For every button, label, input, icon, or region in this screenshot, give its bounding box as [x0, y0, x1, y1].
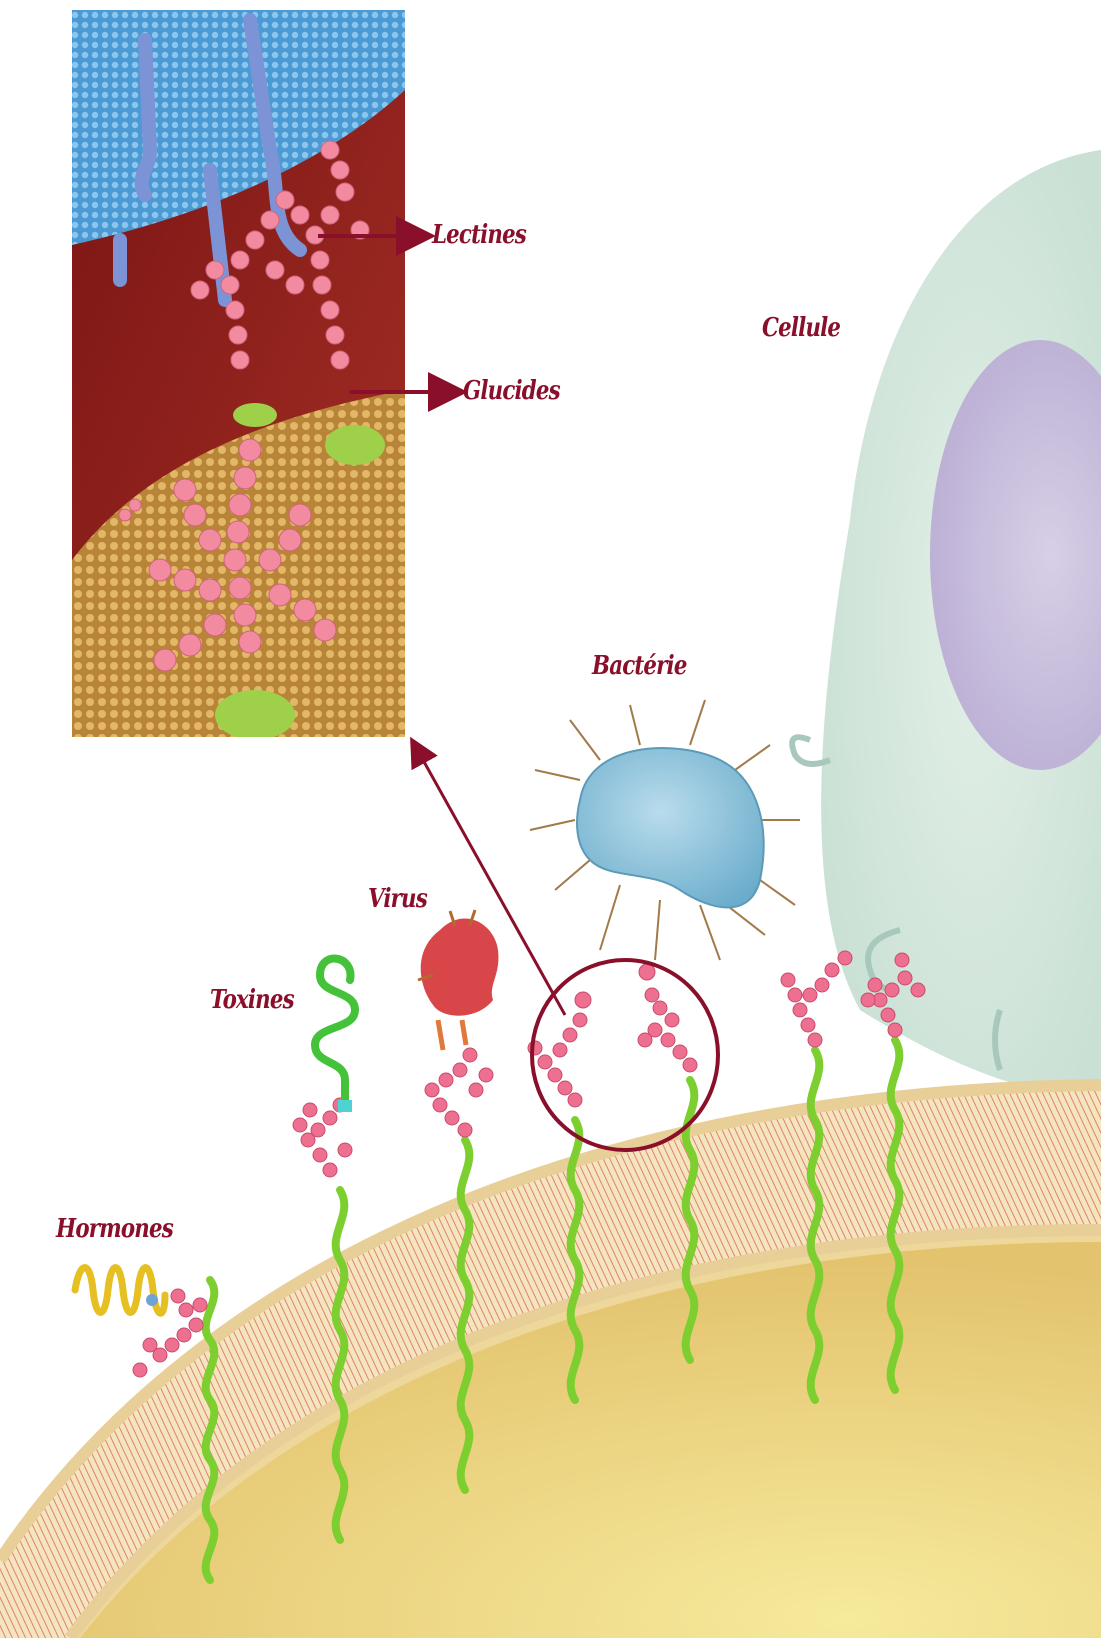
hormone-binding-site [146, 1294, 158, 1306]
label-glucides: Glucides [463, 376, 560, 406]
label-hormones: Hormones [56, 1214, 173, 1244]
plasma-membrane [0, 1085, 1101, 1638]
label-toxines: Toxines [210, 985, 294, 1015]
label-virus: Virus [368, 884, 427, 914]
bacterium [530, 700, 800, 960]
toxin-molecule [315, 959, 355, 1100]
label-bacterie: Bactérie [592, 651, 687, 681]
inset-magnified-view [72, 10, 405, 740]
hormone-molecule [75, 1268, 165, 1314]
toxin-binding-site [338, 1100, 352, 1112]
virus [418, 910, 498, 1050]
label-cellule: Cellule [762, 313, 840, 343]
label-lectines: Lectines [432, 220, 526, 250]
